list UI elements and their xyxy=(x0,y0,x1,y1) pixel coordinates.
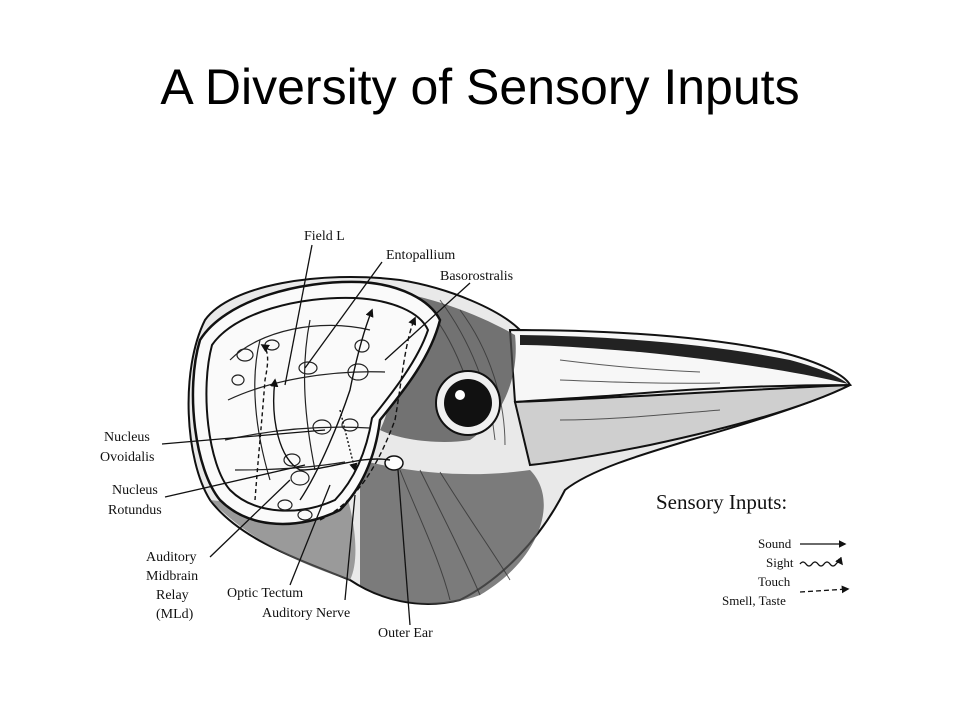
label-nucleus-rotundus-line2: Rotundus xyxy=(108,503,162,518)
label-auditory-nerve: Auditory Nerve xyxy=(262,606,350,621)
beak-lower xyxy=(513,384,851,467)
label-optic-tectum: Optic Tectum xyxy=(227,586,303,601)
label-mld-line1: Auditory xyxy=(146,550,197,565)
legend-touch: Touch xyxy=(758,574,791,589)
eye-pupil xyxy=(444,379,492,427)
beak-dark-ridge xyxy=(520,335,848,384)
label-mld-line2: Midbrain xyxy=(146,569,198,584)
throat-feathers xyxy=(360,460,544,604)
legend-smell-taste: Smell, Taste xyxy=(722,593,786,608)
legend-title: Sensory Inputs: xyxy=(656,490,787,514)
label-mld-line3: Relay xyxy=(156,588,189,603)
label-nucleus-rotundus-line1: Nucleus xyxy=(112,483,158,498)
legend-sight: Sight xyxy=(766,555,794,570)
brain-outline xyxy=(205,296,430,512)
legend-sound: Sound xyxy=(758,536,792,551)
label-nucleus-ovoidalis-line1: Nucleus xyxy=(104,430,150,445)
label-basorostralis: Basorostralis xyxy=(440,269,513,284)
label-outer-ear: Outer Ear xyxy=(378,626,433,641)
label-entopallium: Entopallium xyxy=(386,248,455,263)
label-field-l: Field L xyxy=(304,229,345,244)
ear-opening xyxy=(384,455,404,471)
legend-sight-line xyxy=(799,556,843,567)
eye-highlight xyxy=(455,390,465,400)
label-nucleus-ovoidalis-line2: Ovoidalis xyxy=(100,450,154,465)
leader-lines xyxy=(161,244,471,626)
label-mld-line4: (MLd) xyxy=(156,607,194,622)
slide-title: A Diversity of Sensory Inputs xyxy=(160,59,800,115)
legend: Sensory Inputs: Sound Sight Touch Smell,… xyxy=(656,490,850,608)
legend-smell-line xyxy=(799,585,850,594)
